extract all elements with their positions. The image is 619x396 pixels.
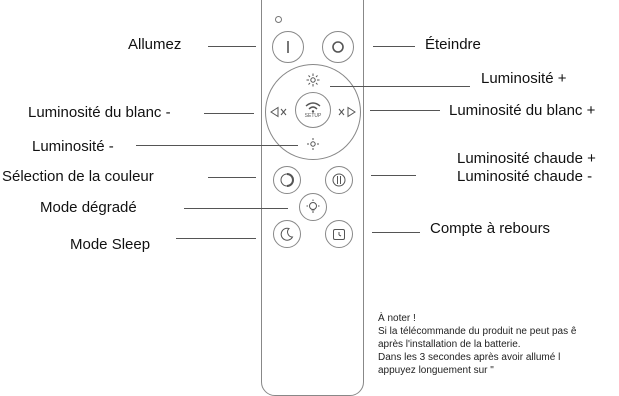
dpad-ring xyxy=(265,64,361,160)
power-off-button[interactable] xyxy=(322,31,354,63)
label-mode-degrade: Mode dégradé xyxy=(40,199,137,216)
triangle-right-icon xyxy=(338,106,356,118)
brightness-down-button[interactable] xyxy=(303,134,323,154)
label-mode-sleep: Mode Sleep xyxy=(70,236,151,253)
triangle-left-icon xyxy=(270,106,287,118)
label-luminosite-plus: Luminosité + xyxy=(481,70,567,87)
leader-line-degrade xyxy=(184,208,288,209)
leader-line-blanc-moins xyxy=(204,113,254,114)
note-line: À noter ! xyxy=(378,313,416,324)
leader-line-eteindre xyxy=(373,46,415,47)
leader-line-luminosite-moins xyxy=(136,145,298,146)
led-indicator xyxy=(275,16,282,23)
leader-line-allumez xyxy=(208,46,256,47)
setup-button[interactable]: SETUP xyxy=(295,92,331,128)
label-selection-couleur: Sélection de la couleur xyxy=(2,168,154,185)
color-wheel-icon xyxy=(280,173,294,187)
color-select-button[interactable] xyxy=(273,166,301,194)
sun-icon xyxy=(306,73,320,87)
note-line: Si la télécommande du produit ne peut pa… xyxy=(378,326,577,337)
warm-brightness-button[interactable] xyxy=(325,166,353,194)
label-luminosite-blanc-moins: Luminosité du blanc - xyxy=(28,104,171,121)
timer-button[interactable] xyxy=(325,220,353,248)
label-luminosite-chaude-moins: Luminosité chaude - xyxy=(457,168,593,185)
label-allumez: Allumez xyxy=(128,36,182,53)
white-brightness-down-button[interactable] xyxy=(268,102,290,122)
note-line: appuyez longuement sur " xyxy=(378,365,494,376)
power-on-button[interactable] xyxy=(272,31,304,63)
label-luminosite-moins: Luminosité - xyxy=(32,138,114,155)
alarm-clock-icon xyxy=(333,229,345,240)
label-luminosite-blanc-plus: Luminosité du blanc + xyxy=(449,102,596,119)
power-on-icon xyxy=(287,41,289,53)
label-compte-a-rebours: Compte à rebours xyxy=(430,220,551,237)
label-luminosite-chaude-plus: Luminosité chaude + xyxy=(457,150,596,167)
power-off-icon xyxy=(332,41,344,53)
white-brightness-up-button[interactable] xyxy=(336,102,358,122)
label-eteindre: Éteindre xyxy=(425,36,481,53)
leader-line-luminosite-plus xyxy=(330,86,470,87)
sun-small-icon xyxy=(307,138,319,150)
setup-label: SETUP xyxy=(304,113,322,119)
moon-icon xyxy=(280,227,294,241)
leader-line-couleur xyxy=(208,177,256,178)
warm-light-icon xyxy=(332,173,346,187)
wifi-icon xyxy=(305,102,321,113)
note-line: après l'installation de la batterie. xyxy=(378,339,521,350)
gradient-mode-button[interactable] xyxy=(299,193,327,221)
note-box: À noter ! Si la télécommande du produit … xyxy=(378,312,619,377)
sleep-mode-button[interactable] xyxy=(273,220,301,248)
leader-line-chaude xyxy=(371,175,416,176)
note-line: Dans les 3 secondes après avoir allumé l xyxy=(378,352,561,363)
leader-line-blanc-plus xyxy=(370,110,440,111)
leader-line-sleep xyxy=(176,238,256,239)
brightness-up-button[interactable] xyxy=(303,70,323,90)
leader-line-rebours xyxy=(372,232,420,233)
bulb-icon xyxy=(306,199,320,213)
